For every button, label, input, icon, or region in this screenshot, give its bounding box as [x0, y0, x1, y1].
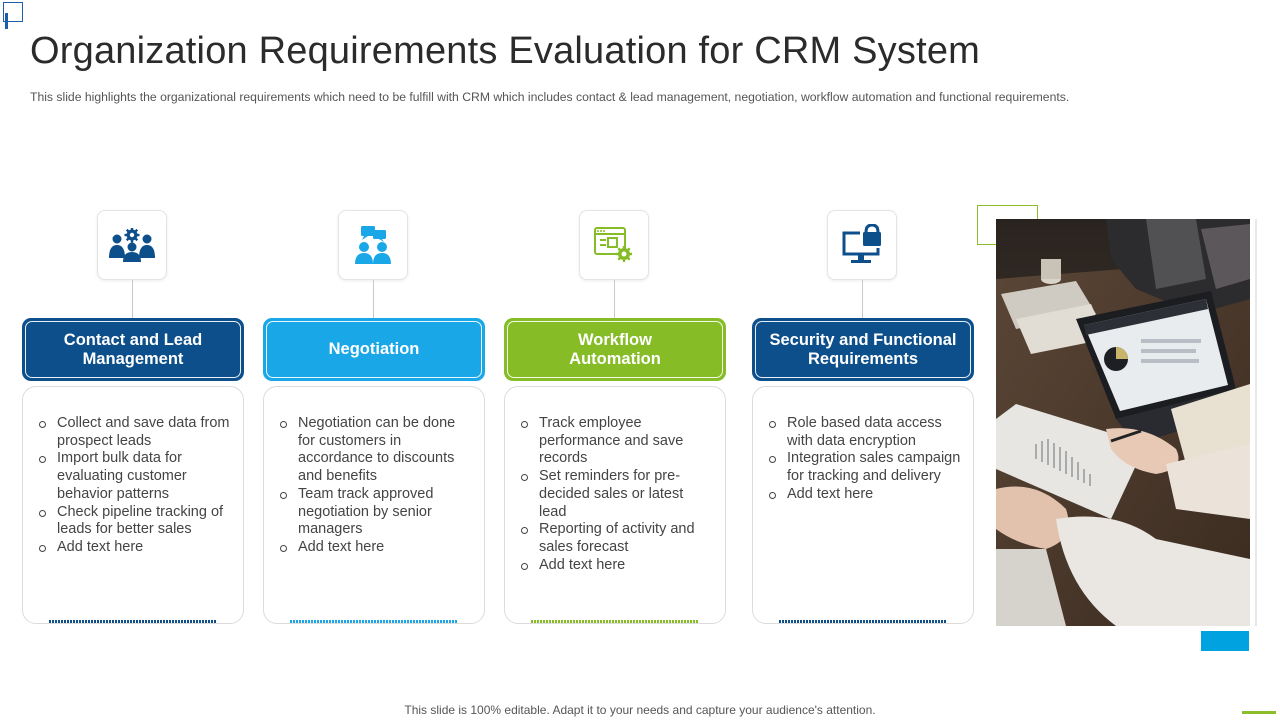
- column-heading: Workflow Automation: [569, 330, 661, 368]
- workflow-automation-icon: [579, 210, 649, 280]
- bullet-item: Reporting of activity and sales forecast: [519, 521, 713, 556]
- meeting-laptop-photo: [996, 219, 1250, 626]
- discussion-icon: [338, 210, 408, 280]
- accent-block: [1201, 631, 1249, 651]
- footer-note: This slide is 100% editable. Adapt it to…: [404, 703, 876, 717]
- bullet-item: Team track approved negotiation by senio…: [278, 486, 472, 539]
- requirement-column-security: Security and Functional Requirements Rol…: [752, 208, 974, 626]
- column-body: Collect and save data from prospect lead…: [22, 386, 244, 624]
- slide-title: Organization Requirements Evaluation for…: [30, 30, 981, 72]
- bullet-item: Add text here: [37, 539, 231, 557]
- requirement-column-workflow: Workflow Automation Track employee perfo…: [504, 208, 726, 626]
- dotted-underline: [531, 620, 699, 623]
- monitor-lock-icon: [827, 210, 897, 280]
- bullet-list: Role based data access with data encrypt…: [767, 415, 961, 504]
- corner-mark: [3, 2, 23, 29]
- connector-line: [373, 280, 374, 318]
- slide-subtitle: This slide highlights the organizational…: [30, 90, 1070, 104]
- dotted-underline: [290, 620, 458, 623]
- column-heading: Contact and Lead Management: [63, 330, 203, 368]
- green-dash: [1242, 711, 1276, 714]
- team-settings-icon: [97, 210, 167, 280]
- bullet-item: Check pipeline tracking of leads for bet…: [37, 504, 231, 539]
- connector-line: [862, 280, 863, 318]
- bullet-list: Collect and save data from prospect lead…: [37, 415, 231, 557]
- column-header: Workflow Automation: [504, 318, 726, 381]
- requirement-column-negotiation: Negotiation Negotiation can be done for …: [263, 208, 485, 626]
- bullet-list: Track employee performance and save reco…: [519, 415, 713, 574]
- bullet-item: Add text here: [767, 486, 961, 504]
- column-body: Track employee performance and save reco…: [504, 386, 726, 624]
- dotted-underline: [779, 620, 947, 623]
- column-heading: Negotiation: [328, 340, 420, 358]
- connector-line: [614, 280, 615, 318]
- photo-side-line: [1255, 219, 1257, 626]
- column-body: Role based data access with data encrypt…: [752, 386, 974, 624]
- bullet-item: Integration sales campaign for tracking …: [767, 450, 961, 485]
- bullet-item: Role based data access with data encrypt…: [767, 415, 961, 450]
- column-heading: Security and Functional Requirements: [769, 330, 957, 368]
- requirement-column-contact-lead: Contact and Lead Management Collect and …: [22, 208, 244, 626]
- bullet-item: Negotiation can be done for customers in…: [278, 415, 472, 486]
- column-header: Negotiation: [263, 318, 485, 381]
- dotted-underline: [49, 620, 217, 623]
- bullet-item: Collect and save data from prospect lead…: [37, 415, 231, 450]
- bullet-item: Add text here: [519, 557, 713, 575]
- column-header: Contact and Lead Management: [22, 318, 244, 381]
- bullet-item: Track employee performance and save reco…: [519, 415, 713, 468]
- connector-line: [132, 280, 133, 318]
- bullet-item: Set reminders for pre-decided sales or l…: [519, 468, 713, 521]
- column-body: Negotiation can be done for customers in…: [263, 386, 485, 624]
- bullet-item: Add text here: [278, 539, 472, 557]
- bullet-list: Negotiation can be done for customers in…: [278, 415, 472, 557]
- bullet-item: Import bulk data for evaluating customer…: [37, 450, 231, 503]
- column-header: Security and Functional Requirements: [752, 318, 974, 381]
